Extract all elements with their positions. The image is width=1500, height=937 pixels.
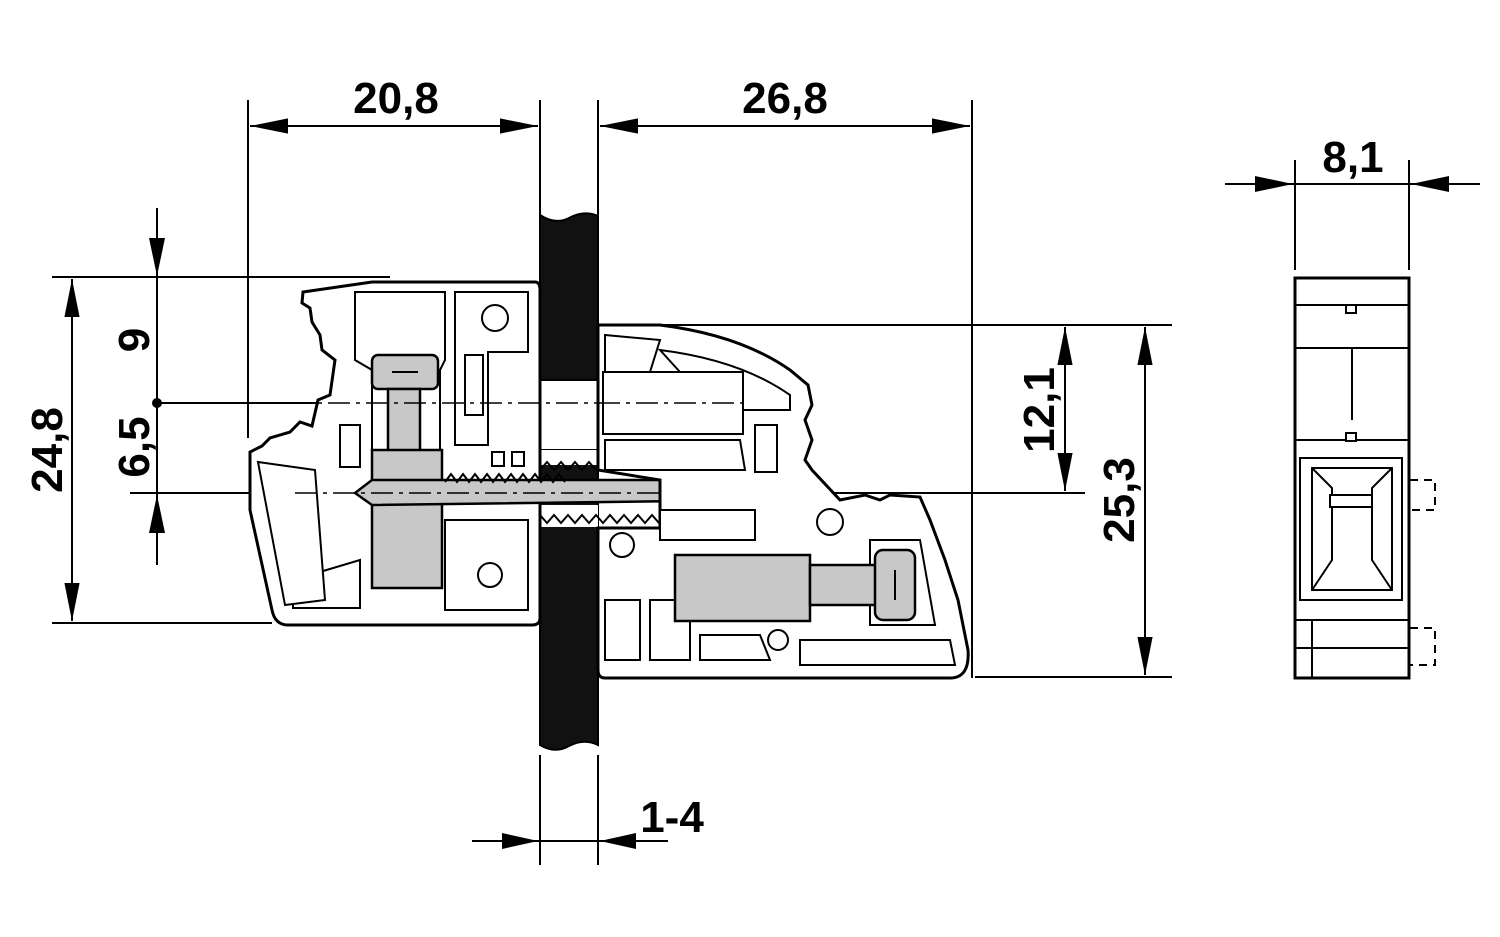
dim-label-1-4: 1-4	[640, 793, 704, 842]
dim-label-20-8: 20,8	[353, 74, 439, 123]
dim-label-8-1: 8,1	[1322, 133, 1383, 182]
side-view-housing	[1293, 276, 1436, 680]
dim-label-25-3: 25,3	[1095, 457, 1144, 543]
rear-screw-shaft	[386, 387, 422, 453]
dim-label-6-5: 6,5	[110, 416, 159, 477]
dim-label-9: 9	[110, 328, 159, 352]
dim-label-24-8: 24,8	[23, 407, 72, 493]
front-screw-shaft	[808, 563, 882, 607]
rear-clamp-sleeve	[370, 448, 444, 590]
front-clamp-sleeve	[673, 553, 812, 623]
dim-label-26-8: 26,8	[742, 74, 828, 123]
dim-label-12-1: 12,1	[1015, 367, 1064, 453]
extension-lines	[52, 100, 1410, 865]
rear-terminal-housing	[248, 280, 730, 627]
front-terminal-housing	[596, 323, 970, 680]
dimension-labels: 20,8 26,8 8,1 24,8 9 6,5 12,1 25,3 1-4	[23, 74, 1384, 842]
